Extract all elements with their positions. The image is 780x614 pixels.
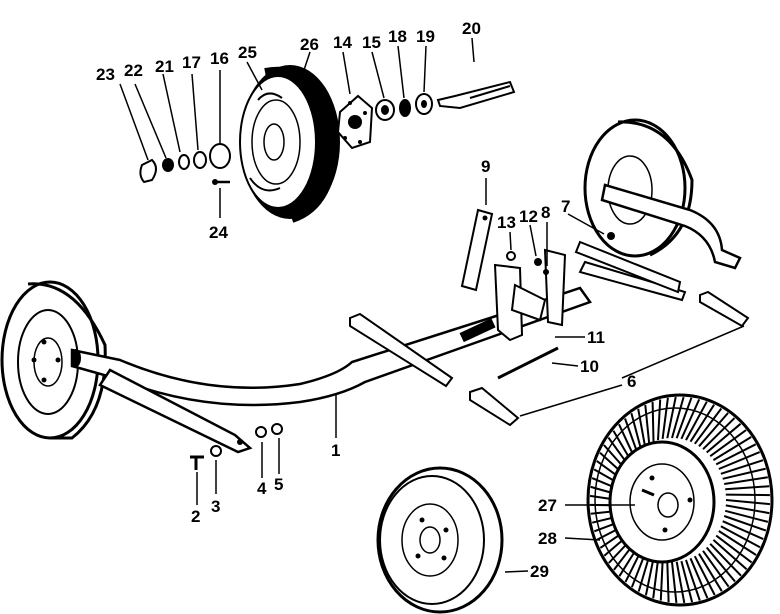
callout-14: 14 <box>333 33 352 52</box>
tread-line <box>637 408 646 447</box>
tread-line <box>705 546 736 583</box>
callout-8: 8 <box>541 203 550 222</box>
pin-10 <box>497 346 559 380</box>
small-hardware <box>190 179 615 470</box>
tread-line <box>675 397 693 439</box>
callout-9: 9 <box>481 157 490 176</box>
tread-line <box>637 555 651 592</box>
tread-line <box>725 485 770 491</box>
center-bracket <box>459 248 567 343</box>
callout-28: 28 <box>538 529 557 548</box>
tread-line <box>698 412 729 447</box>
tread-line <box>644 558 655 596</box>
callout-19: 19 <box>416 27 435 46</box>
tread-line <box>652 559 659 599</box>
tread-line <box>720 525 761 549</box>
tread-line <box>725 504 770 515</box>
callout-7: 7 <box>561 197 570 216</box>
tread-line <box>661 397 669 440</box>
callout-22: 22 <box>124 61 143 80</box>
tread-line <box>720 459 764 475</box>
tread-line <box>689 404 715 443</box>
tread-line <box>618 423 635 457</box>
tread-line <box>680 398 701 440</box>
tread-line <box>675 561 686 604</box>
tread-line <box>666 561 670 603</box>
tread-line <box>718 530 757 556</box>
callout-10: 10 <box>580 357 599 376</box>
callout-16: 16 <box>210 49 229 68</box>
callout-4: 4 <box>257 479 267 498</box>
tread-line <box>666 396 677 439</box>
tread-line <box>689 557 709 599</box>
tread-line <box>693 555 716 596</box>
tread-line <box>709 429 747 458</box>
plate-right <box>699 290 750 328</box>
callout-12: 12 <box>519 207 538 226</box>
rear-axle-arm <box>574 183 742 302</box>
callout-21: 21 <box>155 57 174 76</box>
tread-line <box>715 534 753 564</box>
strap-9 <box>460 208 494 292</box>
top-wheel-tire <box>239 65 340 223</box>
callout-23: 23 <box>96 65 115 84</box>
tread-line <box>718 451 761 470</box>
callout-5: 5 <box>274 475 283 494</box>
callout-13: 13 <box>497 213 516 232</box>
tread-line <box>671 561 678 604</box>
tread-line <box>722 520 764 541</box>
tread-line <box>698 553 723 592</box>
tread-line <box>706 423 742 454</box>
tread-line <box>722 467 766 480</box>
tread-line <box>630 413 642 450</box>
tread-line <box>723 515 767 532</box>
callout-24: 24 <box>209 223 228 242</box>
rear-right-wheel <box>583 118 694 258</box>
callout-25: 25 <box>238 43 257 62</box>
callout-17: 17 <box>182 53 201 72</box>
tread-line <box>657 399 662 441</box>
callout-1: 1 <box>331 441 340 460</box>
plate-left <box>349 312 454 388</box>
tread-line <box>712 539 748 571</box>
tread-line <box>715 443 757 466</box>
callout-2: 2 <box>191 507 200 526</box>
callout-29: 29 <box>530 562 549 581</box>
tread-line <box>624 418 639 453</box>
spindle-20 <box>436 80 516 110</box>
tread-line <box>644 404 651 444</box>
callout-26: 26 <box>300 35 319 54</box>
callout-20: 20 <box>462 19 481 38</box>
tread-line <box>724 476 768 485</box>
callout-labels: 23 22 21 17 16 25 26 14 15 18 19 20 24 9… <box>96 19 636 581</box>
tread-line <box>724 509 769 523</box>
callout-27: 27 <box>538 496 557 515</box>
rim-29 <box>376 466 504 614</box>
tread-line <box>685 559 701 601</box>
tread-line <box>659 561 664 601</box>
tire-28 <box>586 393 774 607</box>
callout-6: 6 <box>627 372 636 391</box>
tread-line <box>671 396 685 439</box>
tread-line <box>709 543 742 577</box>
tread-line <box>712 436 752 461</box>
leader-lines <box>119 37 745 573</box>
hub-14 <box>336 94 374 150</box>
tread-line <box>725 499 770 506</box>
main-axle <box>70 286 592 454</box>
tread-line <box>685 401 708 441</box>
tread-line <box>694 407 723 445</box>
tread-line <box>651 401 655 442</box>
tread-line <box>702 550 730 588</box>
callout-15: 15 <box>362 33 381 52</box>
tread-line <box>725 493 770 497</box>
tread-line <box>702 417 736 450</box>
callout-11: 11 <box>587 328 605 347</box>
callout-3: 3 <box>211 497 220 516</box>
callout-18: 18 <box>388 27 407 46</box>
tread-line <box>680 560 694 603</box>
plate-lower <box>469 386 520 427</box>
